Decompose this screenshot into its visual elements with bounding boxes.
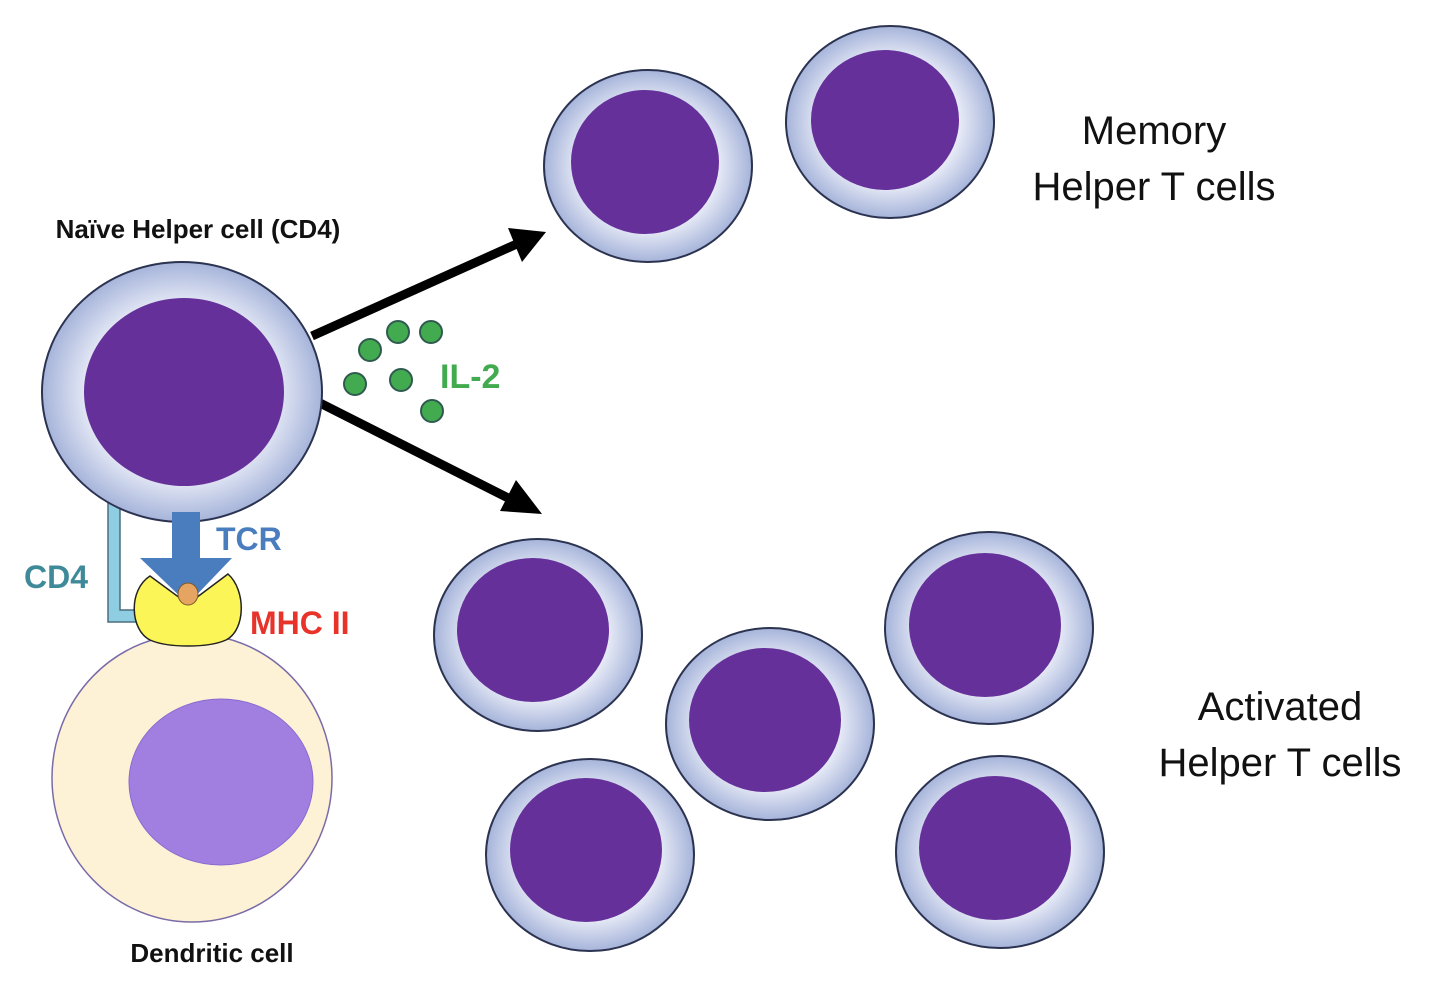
activated-cell-nucleus (909, 553, 1061, 697)
activated-label-line1: Activated (1198, 685, 1363, 729)
naive-cell-label: Naïve Helper cell (CD4) (56, 214, 341, 244)
arrow-head-memory (508, 228, 546, 262)
il2-particle (420, 399, 444, 423)
peptide-antigen (177, 582, 199, 606)
activated-cell (433, 538, 643, 732)
il2-particles (343, 320, 444, 423)
naive-cell-nucleus (84, 298, 284, 486)
activated-cell-nucleus (457, 558, 609, 702)
memory-label-line2: Helper T cells (1032, 165, 1275, 209)
mhc-ii-molecule (133, 573, 242, 647)
memory-cell-nucleus (571, 90, 719, 234)
activated-cell-nucleus (510, 778, 662, 922)
memory-label-line1: Memory (1082, 109, 1226, 153)
activated-cell (884, 531, 1094, 725)
activated-cell-nucleus (919, 776, 1071, 920)
arrow-head-activated (500, 480, 542, 514)
tcr-label: TCR (216, 521, 282, 557)
differentiation-arrows (310, 228, 546, 514)
activated-label-line2: Helper T cells (1158, 741, 1401, 785)
tcr-receptor (140, 512, 232, 604)
memory-cell (543, 69, 753, 263)
dendritic-cell-label: Dendritic cell (130, 938, 293, 968)
arrow-to-memory (310, 233, 532, 341)
dendritic-cell-nucleus (128, 698, 314, 866)
il2-particle (389, 368, 413, 392)
memory-cell-nucleus (811, 50, 959, 190)
cd4-label: CD4 (24, 559, 88, 595)
il2-particle (343, 372, 367, 396)
activated-cell (895, 755, 1105, 949)
memory-cell (785, 25, 995, 219)
il2-particle (386, 320, 410, 344)
activated-cell (485, 758, 695, 952)
il2-label: IL-2 (440, 358, 500, 396)
mhc-ii-label: MHC II (250, 605, 350, 641)
naive-helper-cell (41, 261, 323, 523)
il2-particle (358, 338, 382, 362)
il2-particle (419, 320, 443, 344)
activated-cell-nucleus (689, 648, 841, 792)
arrow-to-activated (315, 397, 525, 510)
activated-cell (665, 627, 875, 821)
dendritic-cell (51, 633, 333, 923)
